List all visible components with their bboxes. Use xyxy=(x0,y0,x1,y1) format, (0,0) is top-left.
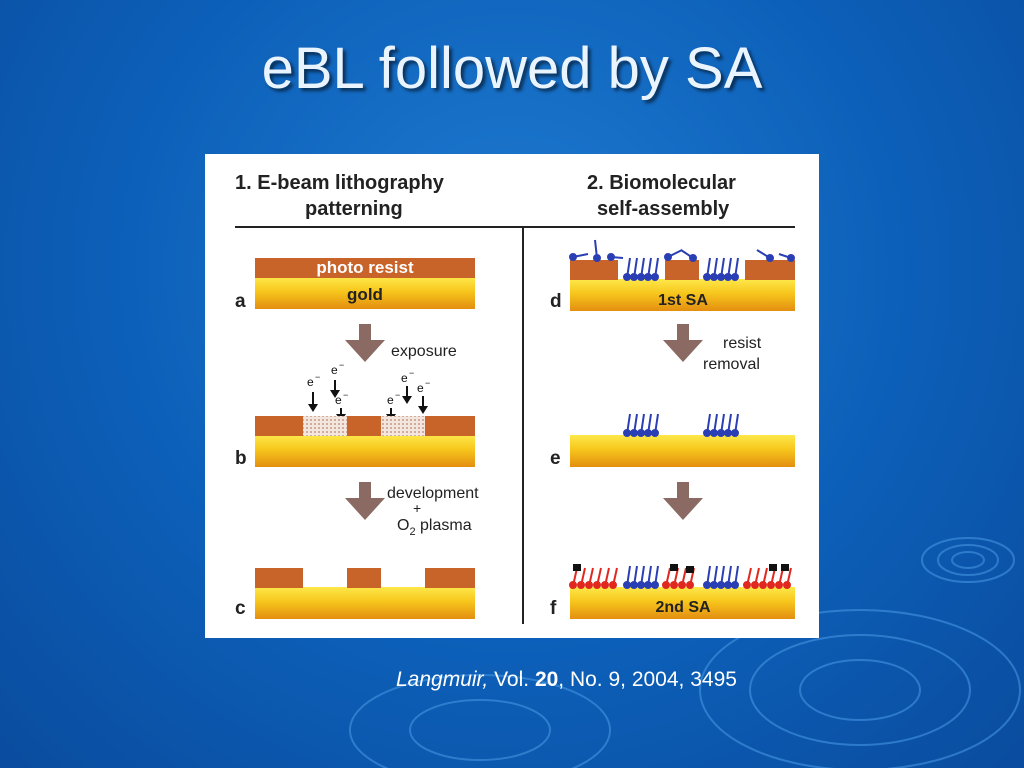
arrow-second-sa xyxy=(663,482,703,520)
slide-title: eBL followed by SA xyxy=(261,36,763,101)
molecules-f-red xyxy=(569,567,792,589)
resist-label: photo resist xyxy=(316,258,414,277)
sa-label-second: 2nd SA xyxy=(655,599,711,616)
right-header-line1: 2. Biomolecular xyxy=(587,172,736,194)
citation-vol-prefix: Vol. xyxy=(488,668,535,691)
step-label-d: d xyxy=(550,291,562,312)
resist-d2 xyxy=(665,260,699,280)
arrow-development xyxy=(345,482,385,520)
svg-text:−: − xyxy=(425,378,430,388)
arrow-exposure xyxy=(345,324,385,362)
arrow-label-development: development xyxy=(387,485,479,502)
svg-text:−: − xyxy=(395,390,400,400)
svg-text:e: e xyxy=(335,393,342,407)
resist-b1 xyxy=(255,416,303,436)
svg-text:e: e xyxy=(387,393,394,407)
svg-text:e: e xyxy=(307,375,314,389)
molecules-d xyxy=(569,239,795,281)
molecules-e xyxy=(623,413,739,437)
gold-layer-f xyxy=(570,587,795,619)
step-label-b: b xyxy=(235,448,247,469)
right-header-line2: self-assembly xyxy=(597,198,730,220)
process-diagram: 1. E-beam lithography patterning 2. Biom… xyxy=(235,172,795,624)
gold-layer-d xyxy=(570,279,795,311)
exposed-region-b1 xyxy=(303,416,347,436)
exposed-region-b2 xyxy=(381,416,425,436)
arrow-label-exposure: exposure xyxy=(391,343,457,360)
citation-journal: Langmuir, xyxy=(396,668,489,691)
svg-text:−: − xyxy=(339,360,344,370)
svg-text:e: e xyxy=(331,363,338,377)
left-header-line1: 1. E-beam lithography xyxy=(235,172,445,194)
arrow-label-removal: removal xyxy=(703,356,760,373)
svg-text:e: e xyxy=(417,381,424,395)
arrow-resist-removal xyxy=(663,324,703,362)
resist-b2 xyxy=(347,416,381,436)
resist-d1 xyxy=(570,260,618,280)
resist-b3 xyxy=(425,416,475,436)
resist-layer-a xyxy=(255,258,475,278)
gold-layer-b xyxy=(255,435,475,467)
arrow-label-resist: resist xyxy=(723,335,762,352)
svg-text:−: − xyxy=(409,368,414,378)
citation-volume: 20 xyxy=(534,668,559,691)
sa-label-first: 1st SA xyxy=(658,292,708,309)
resist-c3 xyxy=(425,568,475,588)
target-markers-f xyxy=(573,564,789,573)
gold-layer-c xyxy=(255,587,475,619)
step-label-c: c xyxy=(235,598,246,619)
gold-layer-e xyxy=(570,435,795,467)
resist-d3 xyxy=(745,260,795,280)
citation-rest: , No. 9, 2004, 3495 xyxy=(558,668,737,691)
process-figure: 1. E-beam lithography patterning 2. Biom… xyxy=(205,154,819,638)
step-label-e: e xyxy=(550,448,561,469)
gold-layer-a xyxy=(255,277,475,309)
gold-label: gold xyxy=(347,285,383,304)
arrow-label-plus: + xyxy=(413,500,421,516)
left-header-line2: patterning xyxy=(305,198,403,220)
molecules-f-blue xyxy=(623,565,739,589)
step-label-a: a xyxy=(235,291,246,312)
resist-c1 xyxy=(255,568,303,588)
step-label-f: f xyxy=(550,598,557,619)
svg-text:e: e xyxy=(401,371,408,385)
citation: Langmuir, Vol. 20, No. 9, 2004, 3495 xyxy=(396,668,737,692)
resist-c2 xyxy=(347,568,381,588)
electron-beams: e− e− e− e− e− e− xyxy=(307,360,430,421)
svg-text:−: − xyxy=(315,372,320,382)
arrow-label-o2: O2 plasma xyxy=(397,517,472,538)
svg-text:−: − xyxy=(343,390,348,400)
